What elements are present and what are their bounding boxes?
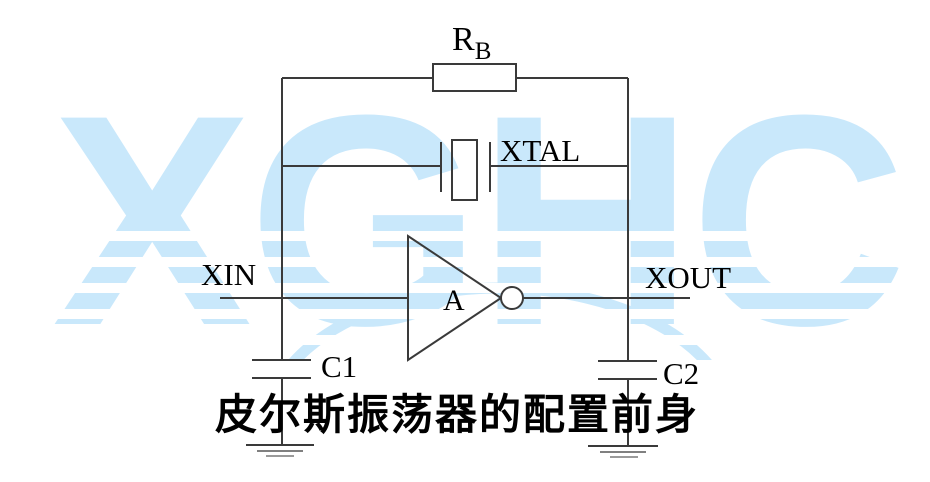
capacitor-c1: C1 [252,349,357,384]
c2-label: C2 [663,356,699,391]
resistor-body [432,63,517,92]
feedback-resistor: RB [282,21,628,92]
crystal-label: XTAL [500,133,580,168]
ground-symbol-left [246,444,314,457]
xout-label: XOUT [645,260,731,295]
watermark-stripe [0,283,930,293]
xin-label: XIN [201,257,256,292]
inverter-triangle [407,234,503,362]
crystal-body [451,139,478,201]
crystal-symbol: XTAL [282,133,628,201]
inverter-gate: A [220,234,690,362]
c1-label: C1 [321,349,357,384]
watermark-stripe [0,335,930,345]
ground-symbol-right [588,445,658,458]
watermark-stripe [0,257,930,267]
inverter-bubble [500,286,524,310]
watermark-stripe [0,231,930,241]
watermark-logo-text: XGHC [52,52,907,388]
capacitor-c2: C2 [598,356,699,391]
watermark-stripe [0,309,930,319]
resistor-label: RB [452,21,491,65]
caption-title: 皮尔斯振荡器的配置前身 [214,391,699,438]
amplifier-label: A [443,284,465,317]
